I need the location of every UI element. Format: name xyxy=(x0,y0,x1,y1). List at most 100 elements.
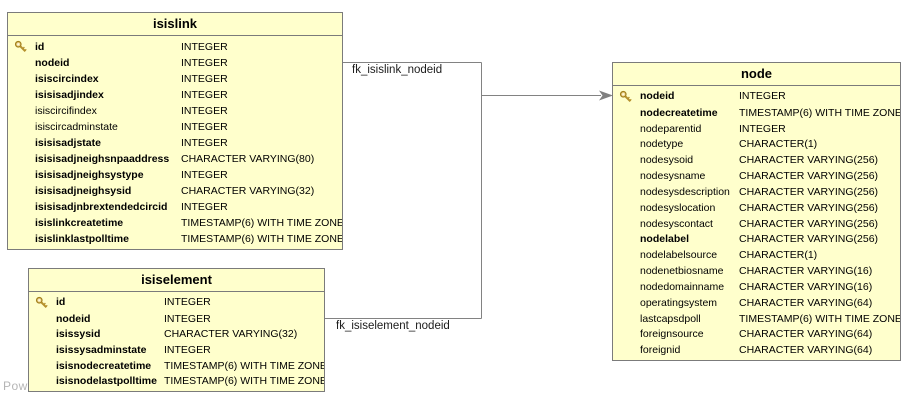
column-row-operatingsystem: operatingsystem CHARACTER VARYING(64) xyxy=(613,295,900,311)
watermark-text: Pow xyxy=(3,379,28,393)
column-type: INTEGER xyxy=(164,296,211,309)
column-name: operatingsystem xyxy=(640,296,718,309)
column-type: CHARACTER VARYING(32) xyxy=(164,328,298,341)
primary-key-icon xyxy=(619,90,640,103)
column-name: isissysid xyxy=(56,328,101,341)
column-row-isislinkcreatetime: isislinkcreatetime TIMESTAMP(6) WITH TIME… xyxy=(8,215,342,231)
column-name: isisnodelastpolltime xyxy=(56,375,157,388)
column-name: nodesyscontact xyxy=(640,217,713,230)
column-type: CHARACTER VARYING(32) xyxy=(181,185,315,197)
column-type: TIMESTAMP(6) WITH TIME ZONE xyxy=(739,106,900,119)
column-name: id xyxy=(35,40,45,53)
column-name: isisisadjnbrextendedcircid xyxy=(35,201,168,213)
column-row-isisisadjindex: isisisadjindex INTEGER xyxy=(8,87,342,103)
column-name: foreignsource xyxy=(640,328,704,341)
column-name: nodetype xyxy=(640,138,684,151)
column-name: isisisadjneighsnpaaddress xyxy=(35,153,170,165)
column-name: nodesyslocation xyxy=(640,201,716,214)
column-name: nodeid xyxy=(56,312,91,325)
column-row-nodesysdescription: nodesysdescription CHARACTER VARYING(256) xyxy=(613,184,900,200)
column-name: isisnodecreatetime xyxy=(56,359,152,372)
column-type: INTEGER xyxy=(739,90,786,103)
relationship-label-fk-isiselement-nodeid: fk_isiselement_nodeid xyxy=(336,320,450,332)
column-name: foreignid xyxy=(640,344,681,357)
column-name: nodesysdescription xyxy=(640,185,730,198)
column-type: INTEGER xyxy=(181,57,228,69)
column-type: INTEGER xyxy=(164,312,211,325)
column-type: INTEGER xyxy=(181,105,228,117)
column-row-nodetype: nodetype CHARACTER(1) xyxy=(613,136,900,152)
column-name: isisisadjindex xyxy=(35,89,104,101)
relationship-label-fk-isislink-nodeid: fk_isislink_nodeid xyxy=(352,64,443,76)
column-type: TIMESTAMP(6) WITH TIME ZONE xyxy=(164,359,324,372)
column-type: CHARACTER VARYING(256) xyxy=(739,217,879,230)
column-type: CHARACTER VARYING(256) xyxy=(739,170,879,183)
column-name: isislinklastpolltime xyxy=(35,233,129,245)
table-title-node: node xyxy=(613,63,900,86)
column-row-nodesysname: nodesysname CHARACTER VARYING(256) xyxy=(613,168,900,184)
table-title-isiselement: isiselement xyxy=(29,269,324,292)
column-type: INTEGER xyxy=(181,40,228,53)
column-type: INTEGER xyxy=(164,343,211,356)
column-name: nodenetbiosname xyxy=(640,265,724,278)
column-name: nodedomainname xyxy=(640,280,725,293)
column-type: INTEGER xyxy=(181,137,228,149)
column-name: isislinkcreatetime xyxy=(35,217,124,229)
column-type: TIMESTAMP(6) WITH TIME ZONE xyxy=(181,217,342,229)
column-type: CHARACTER VARYING(256) xyxy=(739,185,879,198)
column-type: INTEGER xyxy=(739,122,786,135)
column-type: CHARACTER VARYING(80) xyxy=(181,153,315,165)
column-type: CHARACTER VARYING(64) xyxy=(739,328,873,341)
primary-key-icon xyxy=(14,40,35,53)
column-row-foreignid: foreignid CHARACTER VARYING(64) xyxy=(613,342,900,358)
table-title-isislink: isislink xyxy=(8,13,342,36)
column-name: isiscircindex xyxy=(35,73,99,85)
column-name: nodelabelsource xyxy=(640,249,718,262)
column-name: lastcapsdpoll xyxy=(640,312,701,325)
column-row-isisisadjstate: isisisadjstate INTEGER xyxy=(8,135,342,151)
column-name: isisisadjstate xyxy=(35,137,101,149)
column-type: INTEGER xyxy=(181,201,228,213)
column-row-isissysid: isissysid CHARACTER VARYING(32) xyxy=(29,326,324,342)
column-row-nodesyslocation: nodesyslocation CHARACTER VARYING(256) xyxy=(613,200,900,216)
column-row-nodeid: nodeid INTEGER xyxy=(29,311,324,327)
column-name: nodesysname xyxy=(640,170,706,183)
column-name: nodeid xyxy=(35,57,70,69)
column-type: CHARACTER(1) xyxy=(739,138,818,151)
column-type: CHARACTER VARYING(256) xyxy=(739,201,879,214)
column-row-id: id INTEGER xyxy=(8,38,342,55)
column-type: TIMESTAMP(6) WITH TIME ZONE xyxy=(181,233,342,245)
column-name: isisisadjneighsystype xyxy=(35,169,144,181)
arrowhead-icon xyxy=(599,90,613,101)
column-type: INTEGER xyxy=(181,89,228,101)
column-type: CHARACTER VARYING(64) xyxy=(739,344,873,357)
column-name: nodesysoid xyxy=(640,154,694,167)
column-row-foreignsource: foreignsource CHARACTER VARYING(64) xyxy=(613,326,900,342)
column-row-isislinklastpolltime: isislinklastpolltime TIMESTAMP(6) WITH TI… xyxy=(8,231,342,247)
column-name: isiscircifindex xyxy=(35,105,97,117)
column-row-nodesyscontact: nodesyscontact CHARACTER VARYING(256) xyxy=(613,216,900,232)
column-row-isisisadjnbrextendedcircid: isisisadjnbrextendedcircid INTEGER xyxy=(8,199,342,215)
column-name: nodeparentid xyxy=(640,122,702,135)
column-type: CHARACTER VARYING(64) xyxy=(739,296,873,309)
column-name: nodelabel xyxy=(640,233,690,246)
column-type: INTEGER xyxy=(181,73,228,85)
